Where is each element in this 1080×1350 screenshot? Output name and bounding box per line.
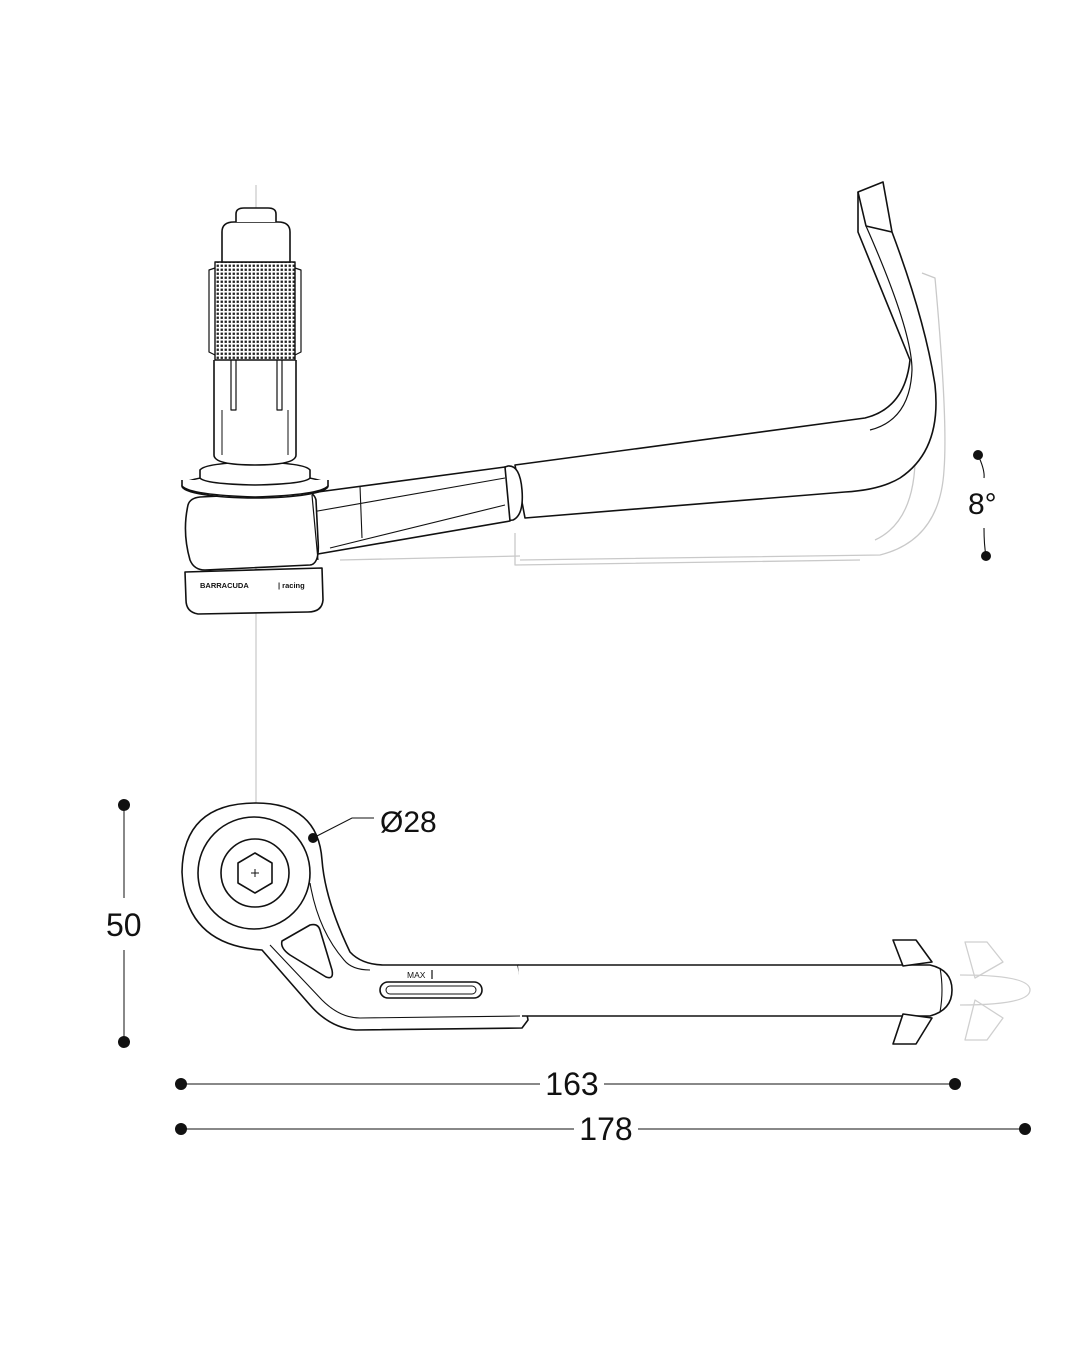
dim-178-label: 178: [579, 1111, 632, 1147]
knurl-ribs-left: [208, 267, 216, 356]
triangle-cutout: [280, 923, 334, 979]
height-label: 50: [106, 907, 142, 943]
guard-bar: [518, 964, 953, 1017]
ghost-guard: [959, 941, 1031, 1041]
knurled-grip: [214, 261, 296, 361]
lever-arm: [514, 181, 937, 519]
bolt-center-mark: [251, 869, 259, 877]
end-cap: [184, 567, 324, 615]
lever-body-bottom-edge: [269, 944, 521, 1019]
clamp-body: [184, 491, 320, 571]
plug-slits: [230, 360, 283, 411]
plug-lower-lines: [221, 410, 289, 455]
arm-taper-edge: [311, 477, 506, 549]
washer-lower: [181, 480, 329, 498]
clamp-body-edge: [311, 494, 319, 561]
diameter-label: Ø28: [380, 806, 437, 839]
angle-label: 8°: [968, 488, 997, 521]
diameter-leader: [312, 817, 374, 839]
top-view: [181, 181, 946, 615]
dim-163-label: 163: [545, 1066, 598, 1102]
knurl-ribs-right: [294, 267, 302, 356]
plug-shaft: [213, 360, 297, 466]
guard-bar-cap-edge: [939, 967, 943, 1013]
adjust-slot: [379, 981, 483, 999]
brand-suffix-label: | racing: [278, 581, 305, 590]
adjust-max-label: MAX: [407, 970, 426, 980]
fin-bottom: [892, 1013, 933, 1045]
lever-body-inner-edge: [309, 882, 371, 971]
brand-label: BARRACUDA: [200, 581, 249, 590]
adjust-slot-inner: [385, 985, 477, 995]
bottom-view: [181, 802, 1031, 1045]
lever-arm-inner-bend: [865, 225, 913, 431]
fin-top: [892, 939, 933, 967]
angle-dimension: [973, 450, 991, 561]
plug-cap: [221, 221, 291, 263]
plug-cap-top: [235, 207, 277, 222]
